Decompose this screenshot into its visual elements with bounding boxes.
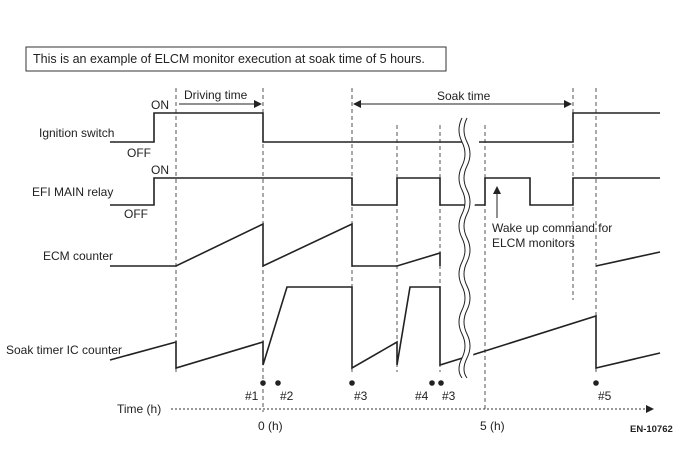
event-label-4: #4 bbox=[415, 389, 429, 403]
event-dot bbox=[275, 380, 281, 386]
soak-timer-ic-counter-label: Soak timer IC counter bbox=[6, 343, 122, 357]
ignition-switch-label: Ignition switch bbox=[39, 126, 114, 140]
caption-box bbox=[25, 46, 447, 72]
event-label-2: #2 bbox=[280, 389, 294, 403]
driving-time-label: Driving time bbox=[184, 88, 248, 102]
soak-timer-waveform-end bbox=[484, 314, 661, 370]
ignition-on-label: ON bbox=[151, 98, 169, 112]
event-dot bbox=[349, 380, 355, 386]
event-label-3: #3 bbox=[354, 389, 368, 403]
relay-on-label: ON bbox=[151, 163, 169, 177]
tick-5-label: 5 (h) bbox=[480, 419, 505, 433]
ignition-switch-waveform bbox=[110, 112, 660, 143]
soak-timer-waveform bbox=[109, 286, 486, 370]
ecm-counter-waveform-end bbox=[595, 251, 661, 267]
event-dots bbox=[260, 380, 599, 386]
event-dot bbox=[438, 380, 444, 386]
relay-off-label: OFF bbox=[124, 207, 148, 221]
efi-main-relay-label: EFI MAIN relay bbox=[32, 185, 113, 199]
ecm-counter-waveform bbox=[110, 222, 441, 268]
time-axis-label: Time (h) bbox=[117, 402, 161, 416]
tick-0-label: 0 (h) bbox=[258, 419, 283, 433]
ignition-off-label: OFF bbox=[127, 146, 151, 160]
efi-main-relay-waveform bbox=[110, 177, 660, 206]
event-label-3b: #3 bbox=[442, 389, 456, 403]
wake-up-line1: Wake up command for bbox=[492, 221, 612, 235]
event-dot bbox=[260, 380, 266, 386]
event-dot bbox=[593, 380, 599, 386]
figure-id: EN-10762 bbox=[630, 424, 673, 435]
wake-up-line2: ELCM monitors bbox=[492, 236, 575, 250]
time-break bbox=[458, 117, 479, 390]
soak-time-label: Soak time bbox=[437, 89, 491, 103]
event-dot bbox=[429, 380, 435, 386]
guide-lines bbox=[175, 88, 597, 412]
caption-text: This is an example of ELCM monitor execu… bbox=[33, 52, 425, 66]
event-label-5: #5 bbox=[598, 389, 612, 403]
event-label-1: #1 bbox=[245, 389, 259, 403]
ecm-counter-label: ECM counter bbox=[43, 249, 113, 263]
